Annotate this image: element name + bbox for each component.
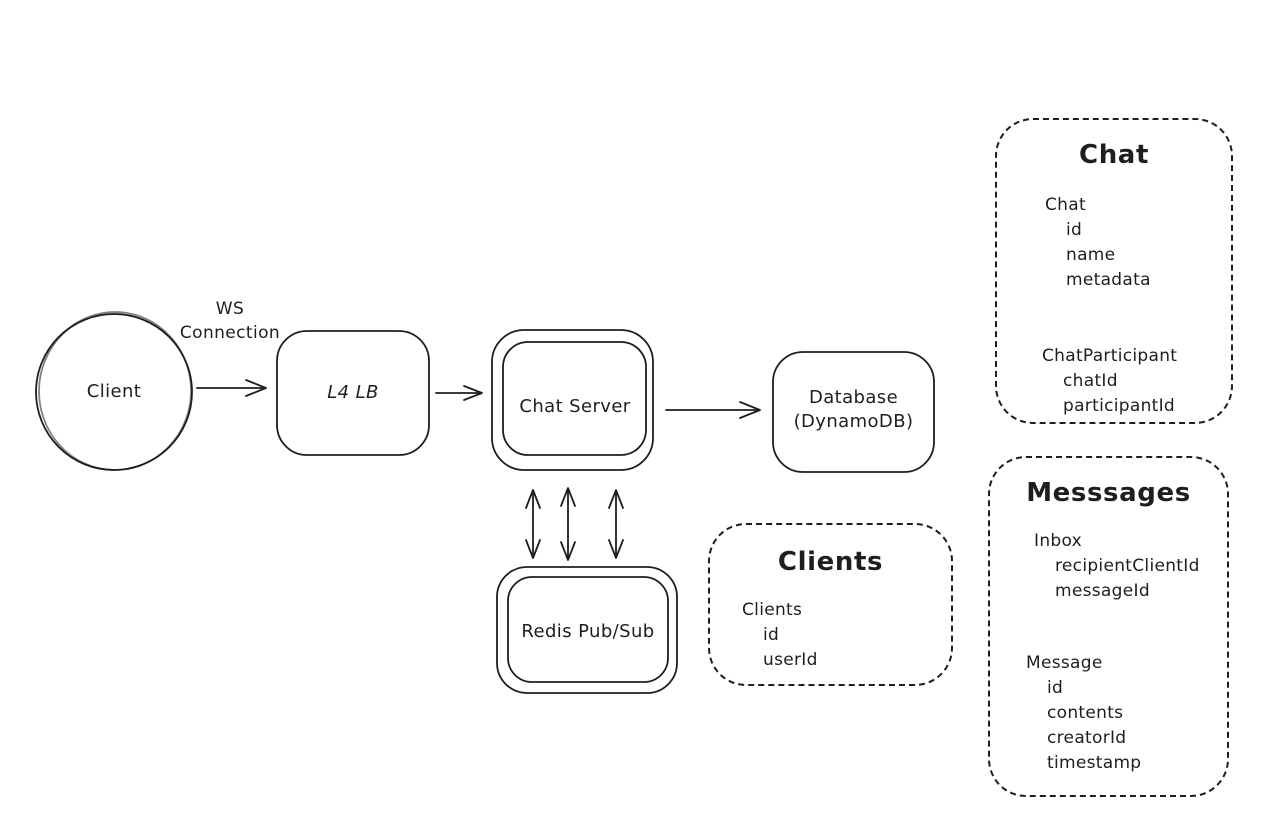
entity-message-field: contents	[1047, 703, 1124, 723]
entity-chat-field: metadata	[1066, 270, 1151, 290]
arrow-chat-server-to-database[interactable]	[665, 401, 761, 419]
entity-message-name: Message	[1026, 653, 1103, 673]
entity-chat-participant-field: chatId	[1063, 371, 1118, 391]
schema-messages-title: Messsages	[1026, 478, 1191, 508]
client-node-shape-sketch	[38, 311, 192, 471]
entity-inbox-name: Inbox	[1034, 531, 1083, 551]
entity-message-field: creatorId	[1047, 728, 1127, 748]
entity-chat-participant-name: ChatParticipant	[1042, 346, 1178, 366]
arrow-chat-server-redis-2[interactable]	[560, 487, 576, 561]
arrow-l4lb-to-chat-server[interactable]	[435, 385, 483, 401]
entity-message-field: timestamp	[1047, 753, 1142, 773]
arrow-chat-server-redis-3[interactable]	[608, 489, 624, 559]
entity-inbox: Inbox recipientClientId messageId	[1034, 529, 1200, 604]
entity-inbox-field: recipientClientId	[1055, 556, 1200, 576]
entity-chat: Chat id name metadata	[1045, 193, 1151, 293]
ws-connection-edge-label[interactable]: WS Connection	[170, 297, 290, 345]
entity-chat-participant: ChatParticipant chatId participantId	[1042, 344, 1177, 419]
entity-message-field: id	[1047, 678, 1064, 698]
entity-chat-name: Chat	[1045, 195, 1086, 215]
entity-message: Message id contents creatorId timestamp	[1026, 651, 1141, 776]
chat-server-node-label[interactable]: Chat Server	[519, 396, 631, 417]
redis-node-shape[interactable]	[496, 566, 678, 694]
database-node-shape[interactable]	[772, 351, 935, 473]
redis-node-label[interactable]: Redis Pub/Sub	[521, 621, 655, 642]
entity-clients-name: Clients	[742, 600, 803, 620]
database-label-line1: Database	[808, 387, 899, 408]
entity-clients-field: id	[763, 625, 780, 645]
entity-inbox-field: messageId	[1055, 581, 1150, 601]
schema-box-chat[interactable]: Chat Chat id name metadata ChatParticipa…	[995, 118, 1233, 424]
entity-chat-field: id	[1066, 220, 1083, 240]
database-label-line2: (DynamoDB)	[793, 411, 914, 432]
entity-chat-field: name	[1066, 245, 1116, 265]
ws-connection-label-line2: Connection	[179, 323, 281, 343]
database-node-label[interactable]: Database (DynamoDB)	[773, 386, 934, 434]
arrow-chat-server-redis-1[interactable]	[525, 489, 541, 559]
schema-chat-title: Chat	[1079, 140, 1149, 170]
schema-box-clients[interactable]: Clients Clients id userId	[708, 523, 953, 686]
l4-lb-node-shape[interactable]	[276, 330, 430, 456]
schema-box-messages[interactable]: Messsages Inbox recipientClientId messag…	[988, 456, 1229, 797]
client-node-label[interactable]: Client	[86, 381, 142, 402]
chat-server-node-shape[interactable]	[491, 329, 654, 471]
schema-clients-title: Clients	[777, 547, 884, 577]
ws-connection-label-line1: WS	[215, 299, 245, 319]
entity-clients: Clients id userId	[742, 598, 818, 673]
l4-lb-node-label[interactable]: L4 LB	[327, 382, 379, 403]
entity-chat-participant-field: participantId	[1063, 396, 1176, 416]
arrow-client-to-l4lb[interactable]	[196, 379, 267, 397]
entity-clients-field: userId	[763, 650, 818, 670]
